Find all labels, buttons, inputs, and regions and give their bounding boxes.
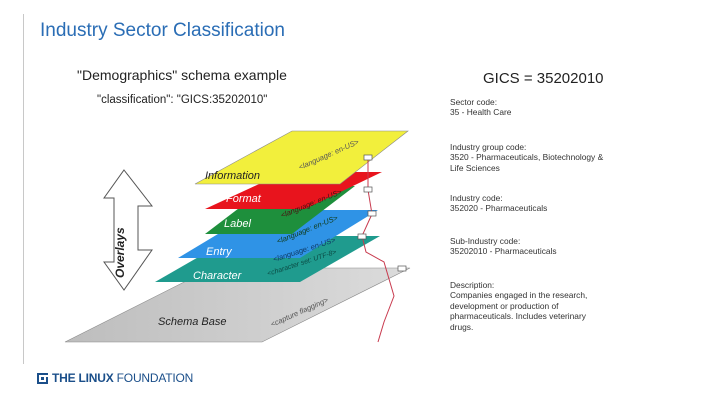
schema-base-layer-label: Schema Base xyxy=(158,316,226,328)
logo-text-bold: THE LINUX xyxy=(52,371,114,385)
connector-line xyxy=(361,158,395,343)
overlays-arrow-icon xyxy=(103,169,154,291)
sector-value: 35 - Health Care xyxy=(450,107,512,118)
classification-line: "classification": "GICS:35202010" xyxy=(97,94,268,106)
sub-industry-label: Sub-Industry code: xyxy=(450,236,521,246)
character-layer xyxy=(155,236,380,282)
logo-text-regular: FOUNDATION xyxy=(113,371,194,385)
gics-heading: GICS = 35202010 xyxy=(483,70,604,87)
information-layer xyxy=(194,130,409,185)
schema-base-layer xyxy=(64,267,411,343)
overlays-label: Overlays xyxy=(113,227,127,278)
left-divider xyxy=(23,14,24,364)
character-toggle-box xyxy=(397,265,407,272)
information-toggle-box xyxy=(363,154,373,161)
label-toggle-box xyxy=(367,210,377,217)
description-line4: drugs. xyxy=(450,321,474,332)
label-layer-label: Label xyxy=(224,218,251,230)
page-title: Industry Sector Classification xyxy=(40,20,285,41)
industry-block: Industry code: 352020 - Pharmaceuticals xyxy=(450,193,620,214)
linux-foundation-logo-icon xyxy=(37,372,48,384)
industry-label: Industry code: xyxy=(450,193,503,203)
linux-foundation-logo: THE LINUX FOUNDATION xyxy=(37,371,193,385)
description-block: Description: Companies engaged in the re… xyxy=(450,280,620,332)
format-toggle-box xyxy=(363,186,373,193)
sub-industry-block: Sub-Industry code: 35202010 - Pharmaceut… xyxy=(450,236,620,257)
industry-group-line1: 3520 - Pharmaceuticals, Biotechnology & xyxy=(450,152,604,163)
description-label: Description: xyxy=(450,280,495,290)
entry-layer-label: Entry xyxy=(206,246,233,258)
industry-group-label: Industry group code: xyxy=(450,142,527,152)
information-layer-label: Information xyxy=(205,170,260,182)
description-line3: pharmaceuticals. Includes veterinary xyxy=(450,311,586,322)
industry-group-line2: Life Sciences xyxy=(450,162,500,173)
linux-foundation-logo-text: THE LINUX FOUNDATION xyxy=(52,371,193,385)
industry-value: 352020 - Pharmaceuticals xyxy=(450,203,548,214)
industry-group-block: Industry group code: 3520 - Pharmaceutic… xyxy=(450,142,620,173)
format-layer-label: Format xyxy=(226,193,262,205)
schema-subtitle: "Demographics" schema example xyxy=(77,67,287,83)
sector-label: Sector code: xyxy=(450,97,498,107)
character-layer-label: Character xyxy=(193,270,243,282)
description-line2: development or production of xyxy=(450,300,559,311)
sub-industry-value: 35202010 - Pharmaceuticals xyxy=(450,246,557,257)
sector-block: Sector code: 35 - Health Care xyxy=(450,97,620,118)
entry-toggle-box xyxy=(357,233,367,240)
description-line1: Companies engaged in the research, xyxy=(450,290,588,301)
